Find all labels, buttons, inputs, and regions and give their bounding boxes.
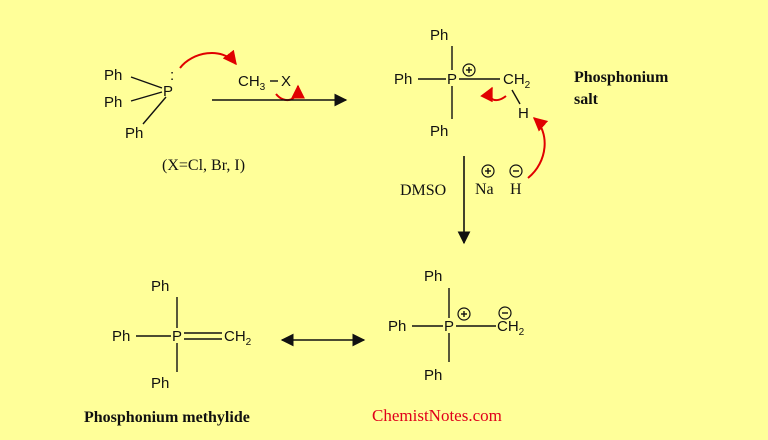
phenyl-label: Ph <box>430 123 448 140</box>
phenyl-label: Ph <box>430 27 448 44</box>
solvent-label: DMSO <box>400 182 446 199</box>
salt-label-line1: Phosphonium <box>574 69 669 86</box>
phosphorus-atom: P <box>172 328 182 345</box>
phenyl-label: Ph <box>394 71 412 88</box>
sodium-ion: Na <box>475 181 494 198</box>
hydrogen-atom: H <box>518 105 529 122</box>
phenyl-label: Ph <box>112 328 130 345</box>
methylene-carbon: CH2 <box>224 328 252 348</box>
phenyl-label: Ph <box>104 67 122 84</box>
negative-charge-icon <box>509 164 523 178</box>
bond <box>511 89 521 105</box>
nucleophilic-attack-arrow <box>179 49 237 69</box>
methyl-carbon: CH3 <box>238 73 266 93</box>
positive-charge-icon <box>457 307 471 321</box>
negative-charge-icon <box>498 306 512 320</box>
deprotonation-arrow <box>527 117 549 179</box>
carbanion: CH2 <box>497 318 525 338</box>
methyl-carbon: CH2 <box>503 71 531 91</box>
phosphonium-salt: Ph Ph Ph P CH2 H <box>394 27 531 140</box>
hydride-ion: H <box>510 181 522 198</box>
phenyl-label: Ph <box>424 367 442 384</box>
bond <box>142 96 167 125</box>
bond <box>130 76 163 89</box>
positive-charge-icon <box>462 63 476 77</box>
positive-charge-icon <box>481 164 495 178</box>
phenyl-label: Ph <box>151 278 169 295</box>
phosphorus-atom: P <box>444 318 454 335</box>
methylide-caption: Phosphonium methylide <box>84 409 250 426</box>
ylide-charged-form: Ph Ph Ph P CH2 <box>388 268 525 384</box>
phenyl-label: Ph <box>424 268 442 285</box>
halide-note: (X=Cl, Br, I) <box>162 157 245 174</box>
bond <box>130 91 163 102</box>
sodium-hydride: Na H <box>475 164 523 198</box>
methyl-halide: CH3 X <box>238 73 291 93</box>
bond-shift-arrow <box>480 86 507 103</box>
salt-label-line2: salt <box>574 91 599 108</box>
phosphorus-atom: P <box>163 83 173 100</box>
lone-pair: : <box>170 67 174 84</box>
phenyl-label: Ph <box>104 94 122 111</box>
phenyl-label: Ph <box>151 375 169 392</box>
halogen-atom: X <box>281 73 291 90</box>
ylide-ylene-form: Ph Ph Ph P CH2 <box>112 278 252 392</box>
phosphorus-atom: P <box>447 71 457 88</box>
brand-watermark: ChemistNotes.com <box>372 406 502 425</box>
triphenylphosphine: Ph Ph Ph P : <box>104 67 174 142</box>
phenyl-label: Ph <box>125 125 143 142</box>
phenyl-label: Ph <box>388 318 406 335</box>
